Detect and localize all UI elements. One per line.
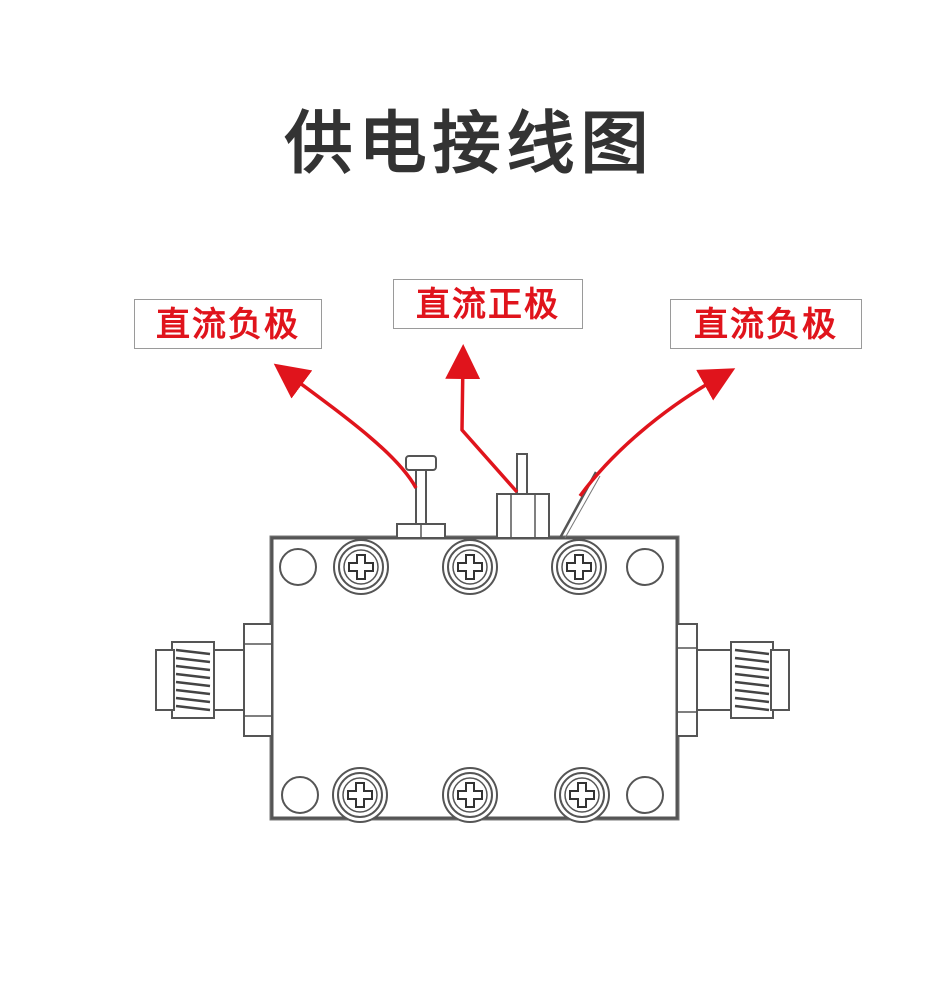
phillips-screw-icon xyxy=(332,767,388,823)
phillips-screw-icon xyxy=(554,767,610,823)
dc-negative-terminal-left xyxy=(396,455,446,539)
dc-positive-label: 直流正极 xyxy=(393,279,583,329)
mounting-hole-icon xyxy=(279,548,317,586)
arrow-middle xyxy=(445,344,519,494)
arrow-right xyxy=(578,368,736,498)
phillips-screw-icon xyxy=(442,767,498,823)
page-title: 供电接线图 xyxy=(284,105,655,184)
dc-positive-terminal xyxy=(496,453,550,539)
mounting-hole-icon xyxy=(281,776,319,814)
phillips-screw-icon xyxy=(442,539,498,595)
arrow-left xyxy=(273,363,418,489)
phillips-screw-icon xyxy=(551,539,607,595)
dc-negative-label-left: 直流负极 xyxy=(134,299,322,349)
sma-connector-icon-left xyxy=(155,623,273,737)
mounting-hole-icon xyxy=(626,776,664,814)
mounting-hole-icon xyxy=(626,548,664,586)
dc-negative-label-right: 直流负极 xyxy=(670,299,862,349)
sma-connector-icon-right xyxy=(676,623,790,737)
phillips-screw-icon xyxy=(333,539,389,595)
dc-negative-terminal-right xyxy=(558,471,601,539)
